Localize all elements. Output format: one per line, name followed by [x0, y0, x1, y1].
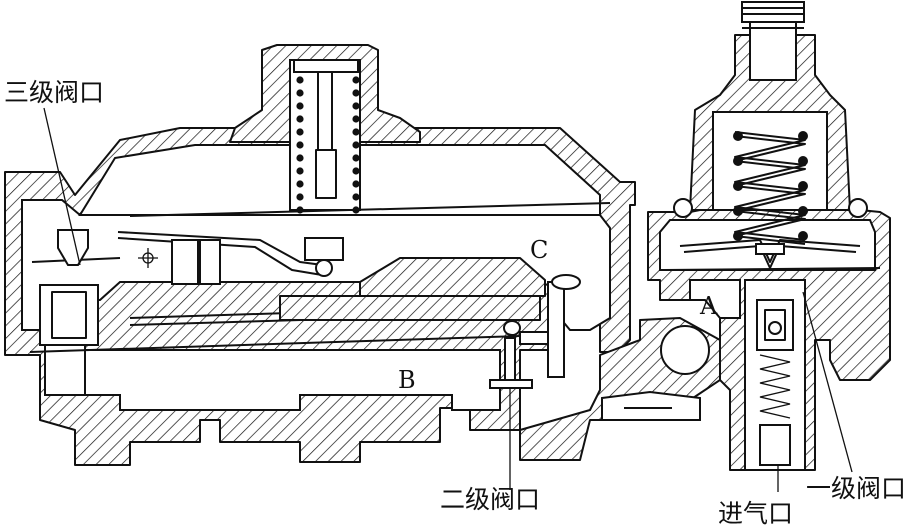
- first-stage-bonnet: [673, 1, 868, 218]
- main-spring-coils: [296, 76, 360, 214]
- first-stage-spring: [733, 131, 808, 245]
- label-first-stage-valve: 一级阀口: [806, 474, 906, 503]
- label-second-stage-valve: 二级阀口: [440, 485, 540, 514]
- label-chamber-a: A: [699, 292, 718, 320]
- leader-lines: [43, 107, 853, 492]
- third-stage-valve-assembly: [39, 229, 99, 396]
- label-chamber-c: C: [530, 236, 548, 264]
- second-stage-valve-assembly: [489, 274, 581, 389]
- leader-first-stage: [802, 291, 853, 473]
- label-gas-inlet: 进气口: [718, 499, 793, 527]
- label-third-stage-valve: 三级阀口: [4, 78, 104, 107]
- first-stage-diaphragm: [664, 239, 881, 271]
- internal-plates: [29, 257, 546, 353]
- leader-third-stage: [43, 107, 81, 266]
- lever-linkage: [117, 231, 344, 285]
- first-stage-valve-stem: [756, 299, 794, 466]
- connector-pipe: [519, 317, 721, 461]
- label-chamber-b: B: [398, 366, 416, 394]
